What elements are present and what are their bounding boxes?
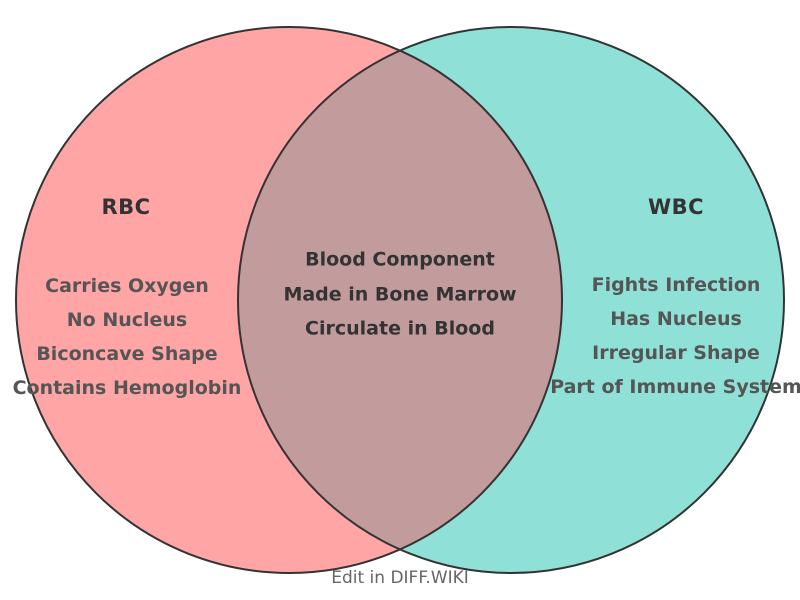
venn-item: Made in Bone Marrow — [283, 282, 517, 305]
venn-item: Carries Oxygen — [45, 275, 209, 297]
venn-item: Part of Immune System — [550, 376, 800, 398]
venn-item: Has Nucleus — [610, 308, 742, 330]
venn-item: Contains Hemoglobin — [12, 377, 242, 399]
venn-item: Irregular Shape — [592, 342, 760, 364]
overlap-region — [238, 27, 562, 573]
right-set-items: Fights Infection Has Nucleus Irregular S… — [550, 268, 800, 404]
venn-item: No Nucleus — [66, 309, 188, 331]
left-set-items: Carries Oxygen No Nucleus Biconcave Shap… — [13, 269, 242, 405]
venn-item: Blood Component — [305, 248, 495, 271]
left-set-title: RBC — [101, 195, 151, 219]
edit-watermark-link[interactable]: Edit in DIFF.WIKI — [331, 568, 469, 588]
venn-item: Biconcave Shape — [36, 343, 218, 365]
left-circle-outline — [15, 26, 563, 574]
overlap-set-items: Blood Component Made in Bone Marrow Circ… — [283, 242, 516, 346]
right-circle-outline — [237, 26, 785, 574]
venn-item: Circulate in Blood — [305, 317, 495, 340]
venn-item: Fights Infection — [591, 274, 761, 296]
right-set-title: WBC — [647, 195, 705, 219]
